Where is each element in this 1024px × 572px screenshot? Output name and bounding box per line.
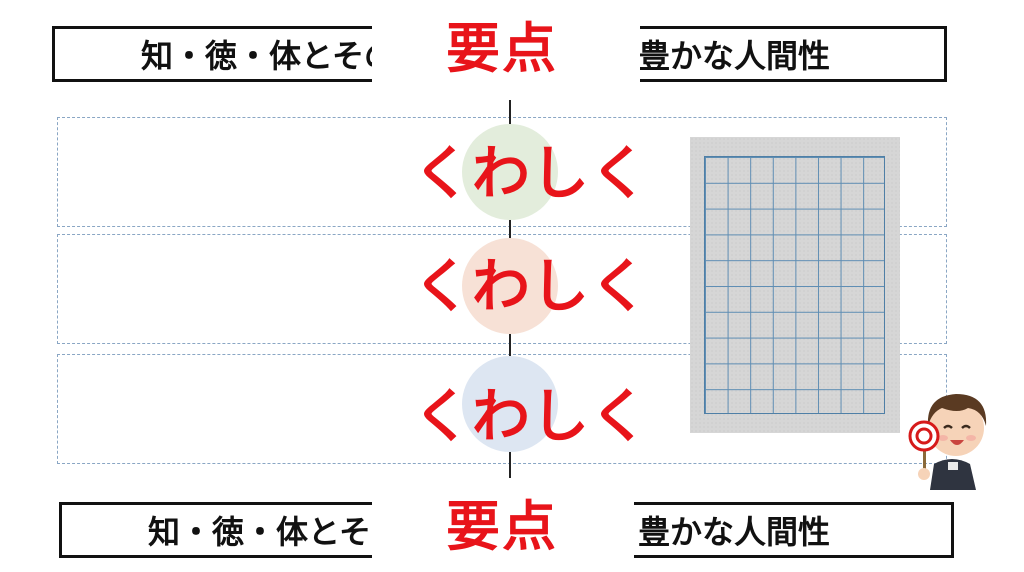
top-banner-right-text: 豊かな人間性 [638, 37, 831, 75]
middle-connector-line-1 [509, 218, 511, 242]
bottom-banner-right-text: 豊かな人間性 [638, 513, 831, 551]
boy-holding-circle-sign-icon [908, 394, 987, 490]
section-label-1: くわしく [413, 139, 650, 207]
bottom-banner-left-text: 知・徳・体とそ [148, 513, 372, 551]
top-connector-line [509, 100, 511, 130]
manuscript-grid [704, 156, 885, 414]
section-row-2 [57, 234, 947, 344]
section-circle-1 [462, 124, 558, 220]
top-banner-left-text: 知・徳・体とその [141, 37, 397, 75]
top-keyword: 要点 [446, 17, 558, 80]
section-label-2: くわしく [413, 252, 650, 320]
bottom-connector-line [509, 450, 511, 478]
top-keyword-gap [372, 20, 640, 88]
section-label-3: くわしく [413, 382, 650, 450]
section-row-1 [57, 117, 947, 227]
bottom-keyword-gap [372, 496, 634, 564]
maru-sign-icon [908, 420, 940, 452]
middle-connector-line-2 [509, 332, 511, 356]
section-circle-2 [462, 238, 558, 334]
manuscript-paper [690, 137, 900, 433]
bottom-keyword: 要点 [446, 495, 558, 558]
section-circle-3 [462, 356, 558, 452]
